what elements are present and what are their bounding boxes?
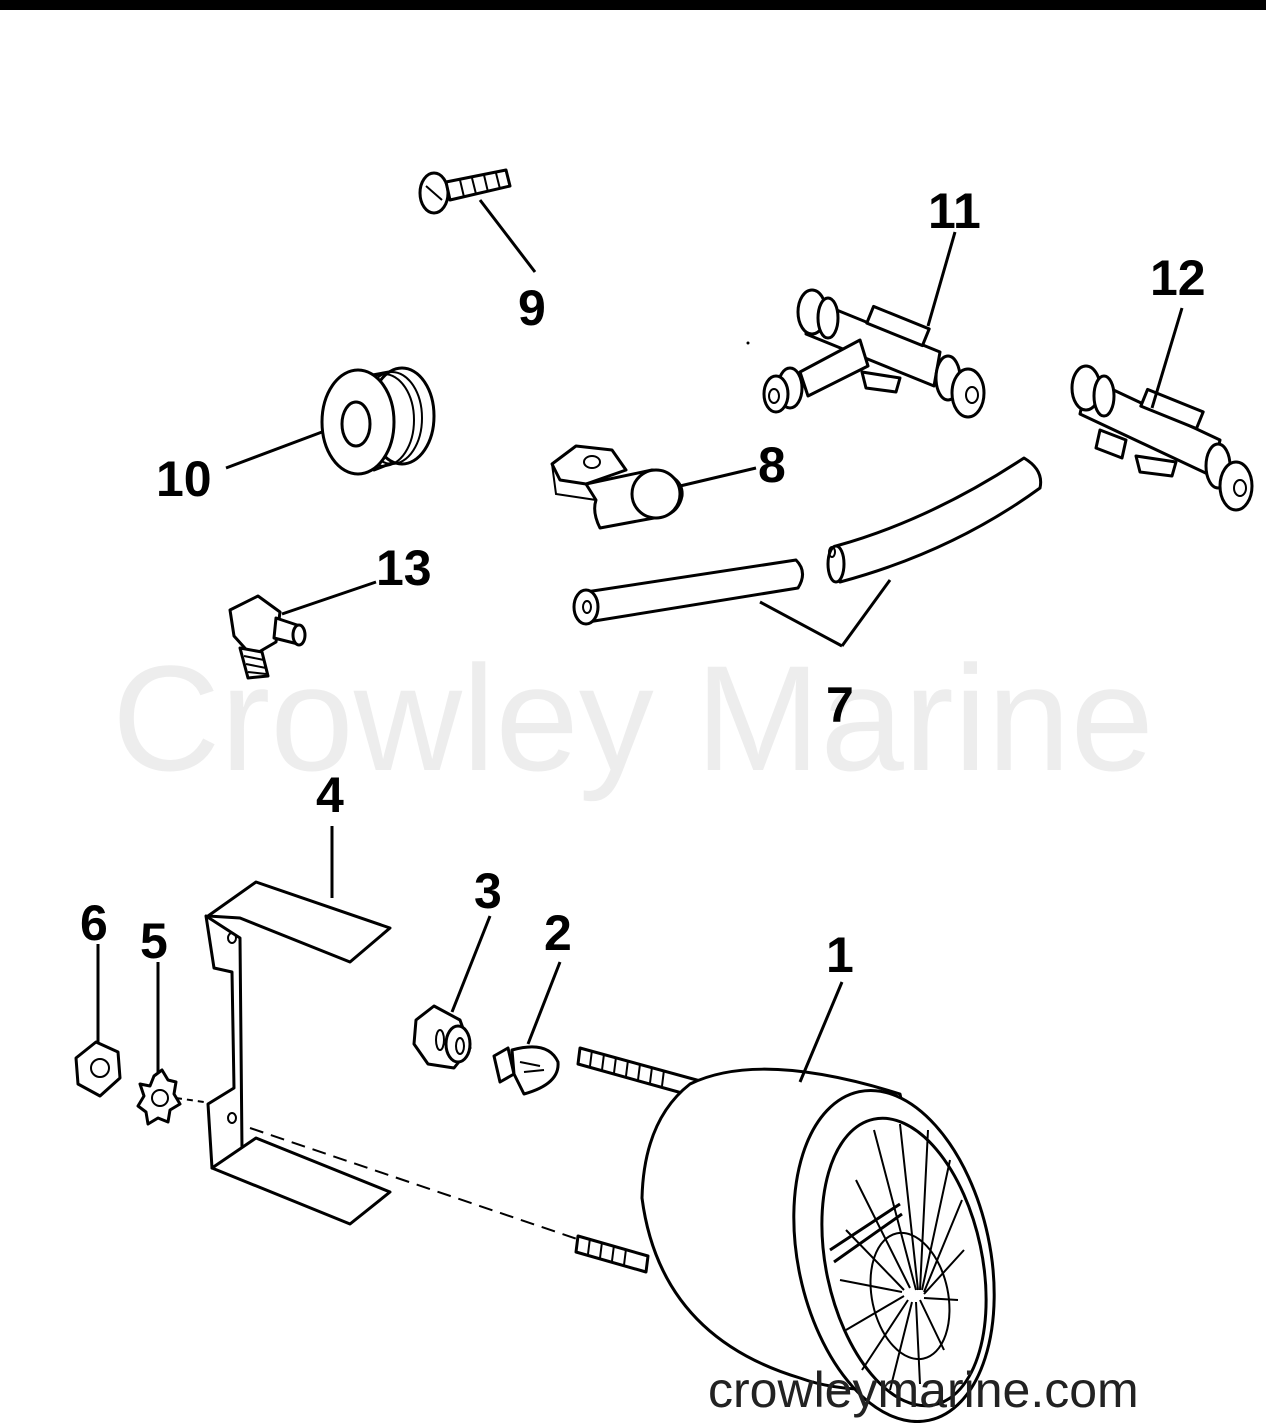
- callout-7: 7: [826, 677, 854, 733]
- alignment-dashed-line-2: [175, 1097, 205, 1103]
- callout-1: 1: [826, 927, 854, 983]
- speck: [746, 341, 750, 345]
- callout-4: 4: [316, 767, 344, 823]
- bracket-part: [204, 880, 392, 1226]
- tee-fitting-part: [762, 288, 986, 419]
- leader-7a: [759, 600, 843, 648]
- clip-part: [550, 444, 684, 530]
- bulb-part: [492, 1045, 560, 1096]
- gauge-part: [574, 1046, 996, 1423]
- callout-2: 2: [544, 905, 572, 961]
- watermark-url: crowleymarine.com: [708, 1362, 1139, 1418]
- elbow-fitting-part: [228, 594, 307, 680]
- grommet-part: [320, 366, 436, 476]
- callout-12: 12: [1150, 250, 1206, 306]
- callout-11: 11: [928, 183, 981, 239]
- callout-9: 9: [518, 280, 546, 336]
- leader-2: [526, 961, 562, 1045]
- leader-7b: [840, 579, 892, 647]
- lockwasher-part: [136, 1068, 182, 1126]
- top-border-rule: [0, 0, 1266, 10]
- straight-fitting-part: [1070, 364, 1254, 512]
- callout-5: 5: [140, 913, 168, 969]
- leader-10: [225, 430, 323, 470]
- leader-8: [679, 466, 757, 488]
- screw-part: [418, 168, 512, 215]
- alignment-dashed-line: [249, 1127, 581, 1241]
- leader-9: [478, 199, 537, 273]
- leader-12: [1150, 307, 1184, 409]
- callout-6: 6: [80, 895, 108, 951]
- nut-part: [74, 1040, 122, 1098]
- leader-11: [926, 231, 957, 327]
- callout-13: 13: [376, 540, 432, 596]
- gauge-dial: [829, 1123, 965, 1391]
- callout-3: 3: [474, 863, 502, 919]
- leader-13: [281, 580, 377, 616]
- watermark-large: Crowley Marine: [112, 634, 1154, 802]
- callout-8: 8: [758, 437, 786, 493]
- hose-part: [572, 456, 1043, 626]
- leader-3: [450, 915, 492, 1013]
- socket-part: [412, 1004, 472, 1070]
- callout-10: 10: [156, 451, 212, 507]
- leader-1: [798, 981, 844, 1083]
